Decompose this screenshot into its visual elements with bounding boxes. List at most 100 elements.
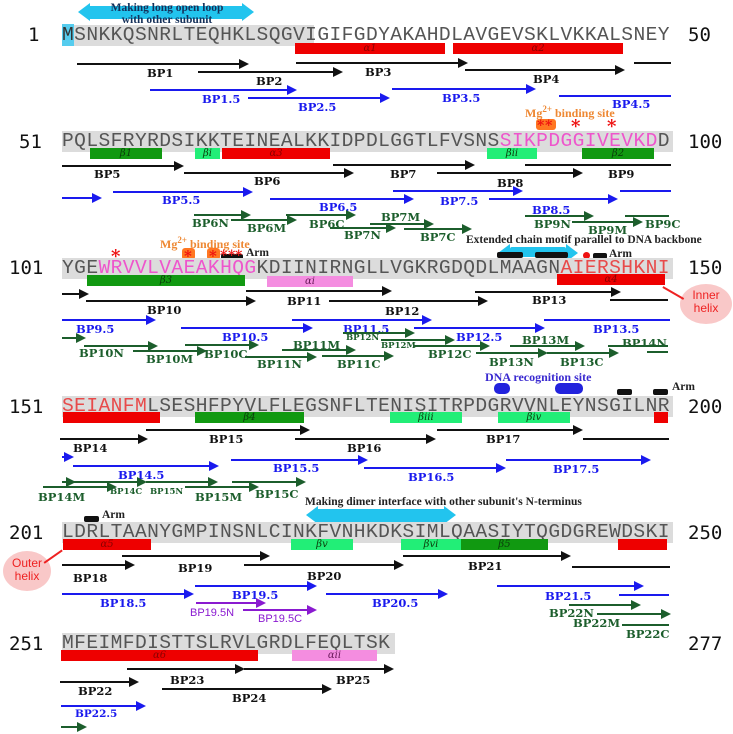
bp10-label: BP10 bbox=[147, 303, 182, 317]
bp15m-label: BP15M bbox=[195, 490, 243, 504]
star-marker: * bbox=[111, 246, 121, 267]
bp1-5-label: BP1.5 bbox=[202, 92, 241, 106]
bp6m-arrow bbox=[231, 215, 297, 225]
bp7-5-arrow bbox=[393, 186, 523, 196]
bp2-label: BP2 bbox=[256, 74, 283, 88]
bp10m-label: BP10M bbox=[146, 352, 194, 366]
bp9c-line bbox=[625, 215, 669, 217]
strand-beta3: β3 bbox=[87, 275, 245, 286]
bp11c-label: BP11C bbox=[337, 357, 381, 371]
bp3-arrow bbox=[296, 58, 468, 68]
bp24-arrow bbox=[162, 684, 332, 694]
bp4-5-end-arrow bbox=[62, 193, 102, 203]
annotation-long-open-loop: Making long open loop with other subunit bbox=[110, 2, 224, 26]
bp13-arrow bbox=[475, 287, 621, 297]
inner-helix-callout: Inner helix bbox=[680, 284, 732, 324]
sequence-background bbox=[62, 396, 673, 417]
bp11-5-arrow bbox=[292, 315, 432, 325]
mg-binding-marker bbox=[536, 119, 556, 130]
bp10-arrow bbox=[86, 296, 256, 306]
bp13c-arrow bbox=[547, 348, 619, 358]
star-marker: * bbox=[607, 116, 617, 137]
red-dot-marker bbox=[583, 252, 590, 259]
bp15n-label: BP15N bbox=[150, 487, 184, 497]
bp13n-arrow bbox=[476, 348, 548, 358]
bp25-arrow bbox=[244, 664, 394, 674]
strand-beta2: β2 bbox=[582, 148, 654, 159]
bp3-5-label: BP3.5 bbox=[442, 91, 481, 105]
bp7n-label: BP7N bbox=[344, 228, 381, 242]
strand-beta-i: βi bbox=[195, 148, 220, 159]
annotation-mg-binding-site-2: Mg2+ binding site bbox=[160, 235, 250, 251]
bp9-end-arrow bbox=[62, 289, 89, 299]
residue-number-end: 150 bbox=[688, 257, 723, 279]
region-alpha-i: αi bbox=[267, 276, 353, 287]
bp16-5-arrow bbox=[364, 463, 506, 473]
bp15-5-arrow bbox=[231, 455, 368, 465]
bp22-5-arrow bbox=[61, 701, 146, 711]
bp16-end-arrow bbox=[360, 434, 436, 444]
bp13m-label: BP13M bbox=[522, 333, 570, 347]
bp20-5-arrow bbox=[326, 589, 448, 599]
residue-number-end: 277 bbox=[688, 633, 723, 655]
annotation-mg-binding-site-1: Mg2+ binding site bbox=[525, 104, 615, 120]
bp5-label: BP5 bbox=[94, 167, 121, 181]
bp4-5-label: BP4.5 bbox=[612, 97, 651, 111]
bp22n-arrow bbox=[569, 600, 641, 610]
arm-label: Arm bbox=[609, 248, 632, 260]
bp1-5-arrow bbox=[150, 85, 297, 95]
bp12-5-arrow bbox=[414, 323, 545, 333]
bp11c-arrow bbox=[322, 351, 394, 361]
bp10c-arrow bbox=[185, 340, 259, 350]
bp6-label: BP6 bbox=[254, 174, 281, 188]
bp11-end-arrow bbox=[360, 286, 392, 296]
sequence-row-2: PQLSFRYRDSIKKTEINEALKKIDPDLGGTLFVSNSSIKP… bbox=[62, 130, 670, 152]
bp10-5-arrow bbox=[181, 323, 313, 333]
bp14m-arrow bbox=[43, 482, 117, 492]
bp15-5-label: BP15.5 bbox=[273, 461, 320, 475]
bp21-label: BP21 bbox=[468, 559, 503, 573]
bp13-5-line bbox=[544, 319, 670, 321]
bp8-5-label: BP8.5 bbox=[532, 203, 571, 217]
bp14-5-label: BP14.5 bbox=[118, 468, 165, 482]
bp19-5c-arrow bbox=[243, 605, 317, 615]
residue-number-start: 51 bbox=[19, 131, 42, 153]
bp14n-line bbox=[608, 345, 668, 347]
bp16-5-label: BP16.5 bbox=[408, 470, 455, 484]
bp6n-label: BP6N bbox=[192, 216, 229, 230]
helix-alpha5: α5 bbox=[63, 539, 151, 550]
residue-number-start: 101 bbox=[9, 257, 44, 279]
long-open-loop-double-arrow bbox=[78, 3, 254, 21]
bp12-label: BP12 bbox=[385, 304, 420, 318]
bp15-label: BP15 bbox=[209, 432, 244, 446]
bp22-arrow bbox=[60, 677, 139, 687]
arm-label: Arm bbox=[102, 509, 125, 521]
bp10n-label: BP10N bbox=[79, 346, 124, 360]
star-marker: * bbox=[545, 118, 553, 134]
helix-alpha5-start bbox=[654, 412, 668, 423]
bp23-arrow bbox=[127, 664, 245, 674]
bp9n-label: BP9N bbox=[534, 217, 571, 231]
strand-beta-iv: βiv bbox=[498, 412, 570, 423]
bp4-5-line bbox=[559, 95, 671, 97]
strand-beta-v: βv bbox=[291, 539, 353, 550]
bp6m-label: BP6M bbox=[247, 221, 287, 235]
arm-marker bbox=[221, 254, 243, 260]
bp9-5-line bbox=[620, 190, 671, 192]
bp22n-label: BP22N bbox=[549, 606, 594, 620]
bp5-arrow bbox=[62, 161, 184, 171]
bp22-5-label: BP22.5 bbox=[75, 708, 118, 720]
arm-marker bbox=[617, 389, 632, 395]
bp22m-label: BP22M bbox=[573, 616, 621, 630]
bp14-arrow bbox=[60, 434, 148, 444]
strand-beta4: β4 bbox=[195, 412, 304, 423]
bp7c-arrow bbox=[404, 224, 472, 234]
bp11m-arrow bbox=[282, 345, 356, 355]
sequence-row-1: MSNKKQSNRLTEQHKLSQGVIGIFGDYAKAHDLAVGEVSK… bbox=[62, 24, 670, 46]
arm-marker bbox=[84, 516, 99, 522]
star-marker: * bbox=[235, 248, 243, 264]
bp9-5-arrow bbox=[62, 315, 156, 325]
bp11n-arrow bbox=[245, 352, 317, 362]
bp19-5-label: BP19.5 bbox=[232, 588, 279, 602]
dimer-interface-double-arrow bbox=[306, 506, 456, 524]
